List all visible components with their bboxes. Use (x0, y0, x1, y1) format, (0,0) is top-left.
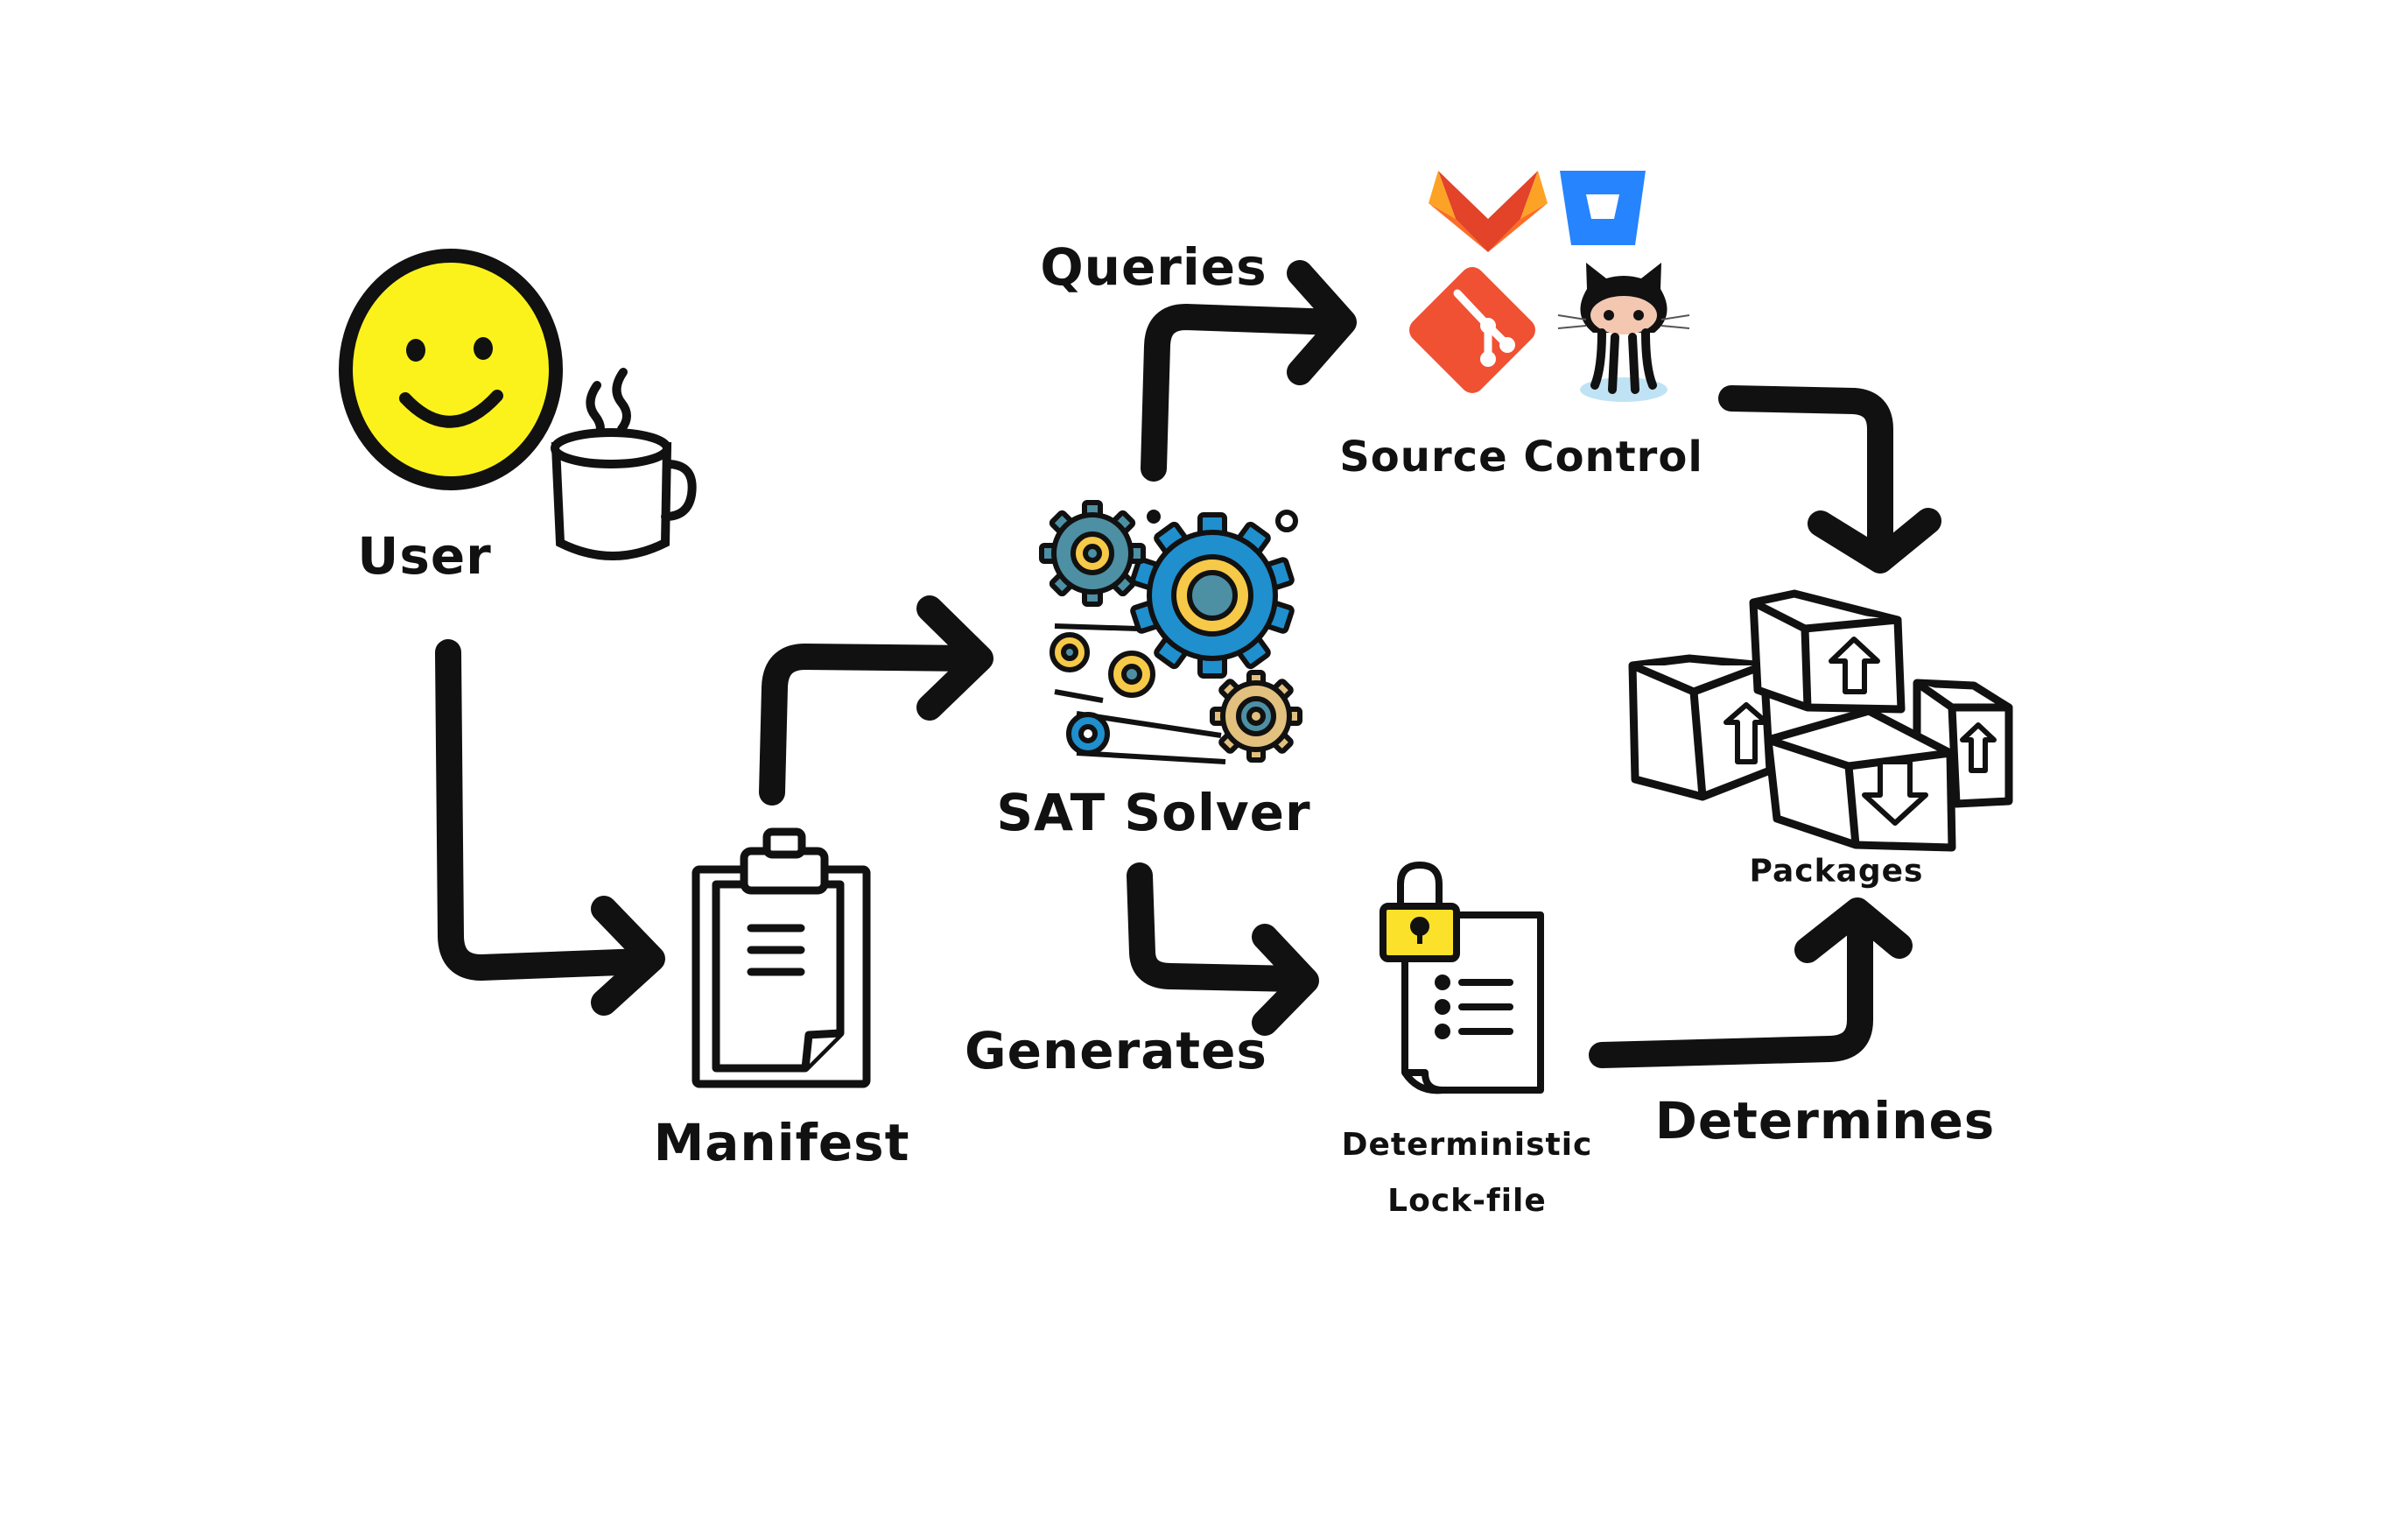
arrow-manifest-to-sat (759, 644, 985, 806)
padlock-icon (1380, 861, 1460, 962)
arrowhead-manifest-to-sat (916, 595, 993, 721)
arrowhead-sat-to-lockfile (1252, 924, 1319, 1036)
bitbucket-icon (1560, 171, 1646, 245)
arrowhead-lockfile-to-packages (1794, 897, 1913, 963)
lockfile-label-line2: Lock-file (1387, 1183, 1547, 1219)
arrowhead-user-to-manifest (591, 896, 665, 1016)
packages-label: Packages (1749, 853, 1924, 890)
generates-edge-label: Generates (965, 1021, 1267, 1080)
queries-edge-label: Queries (1040, 237, 1267, 297)
package-boxes-icon (1628, 589, 2013, 852)
arrowhead-source-control-to-packages (1808, 508, 1941, 574)
user-label: User (357, 526, 492, 586)
arrowhead-sat-to-source-control (1287, 260, 1357, 385)
source-control-label: Source Control (1339, 433, 1703, 482)
clipboard-icon (692, 827, 871, 1088)
arrow-user-to-manifest (435, 639, 656, 981)
lockfile-label: Deterministic Lock-file (1342, 1117, 1593, 1229)
arrow-sat-to-source-control (1141, 304, 1348, 482)
arrow-lockfile-to-packages (1589, 915, 1873, 1068)
gears-icon (1039, 500, 1302, 764)
sat-solver-label: SAT Solver (996, 783, 1311, 842)
coffee-mug-icon (551, 368, 697, 560)
determines-edge-label: Determines (1654, 1091, 1996, 1151)
arrow-source-control-to-packages (1718, 385, 1893, 560)
arrow-sat-to-lockfile (1127, 862, 1309, 992)
git-icon (1409, 267, 1535, 393)
gitlab-icon (1429, 171, 1548, 252)
manifest-label: Manifest (653, 1113, 910, 1172)
github-octocat-icon (1557, 263, 1690, 402)
lockfile-label-line1: Deterministic (1341, 1127, 1593, 1163)
smiley-icon (339, 249, 563, 490)
